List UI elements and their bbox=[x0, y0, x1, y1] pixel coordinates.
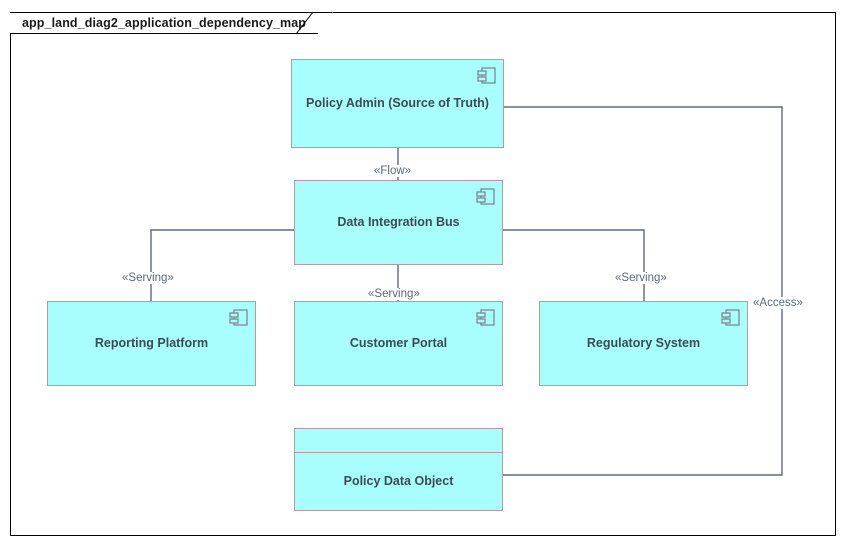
node-data-integration-bus-label: Data Integration Bus bbox=[337, 214, 460, 229]
node-reporting-platform-label: Reporting Platform bbox=[94, 335, 209, 350]
node-policy-admin-label: Policy Admin (Source of Truth) bbox=[306, 95, 489, 110]
uml-component-icon bbox=[476, 309, 495, 327]
stereotype-serving-bus-to-portal: «Serving» bbox=[366, 288, 422, 300]
uml-component-icon bbox=[229, 309, 248, 327]
node-customer-portal[interactable]: Customer Portal bbox=[294, 301, 503, 386]
stereotype-serving-bus-to-reporting: «Serving» bbox=[120, 272, 176, 284]
diagram-title-tab[interactable]: app_land_diag2_application_dependency_ma… bbox=[10, 12, 334, 35]
stereotype-access-admin-to-data-object: «Access» bbox=[751, 297, 805, 309]
uml-component-icon bbox=[476, 188, 495, 206]
node-policy-admin[interactable]: Policy Admin (Source of Truth) bbox=[291, 59, 504, 148]
diagram-frame bbox=[10, 12, 836, 536]
data-object-header-band bbox=[295, 429, 502, 453]
uml-component-icon bbox=[721, 309, 740, 327]
node-policy-data-object-label: Policy Data Object bbox=[343, 473, 454, 488]
node-regulatory-system[interactable]: Regulatory System bbox=[539, 301, 748, 386]
stereotype-serving-bus-to-regulatory: «Serving» bbox=[613, 272, 669, 284]
node-customer-portal-label: Customer Portal bbox=[349, 335, 448, 350]
node-data-integration-bus[interactable]: Data Integration Bus bbox=[294, 180, 503, 265]
node-regulatory-system-label: Regulatory System bbox=[586, 335, 701, 350]
data-object-body: Policy Data Object bbox=[295, 453, 502, 510]
node-policy-data-object[interactable]: Policy Data Object bbox=[294, 428, 503, 511]
stereotype-flow-admin-to-bus: «Flow» bbox=[372, 165, 414, 177]
node-reporting-platform[interactable]: Reporting Platform bbox=[47, 301, 256, 386]
diagram-title-text: app_land_diag2_application_dependency_ma… bbox=[22, 16, 307, 30]
uml-component-icon bbox=[477, 67, 496, 85]
